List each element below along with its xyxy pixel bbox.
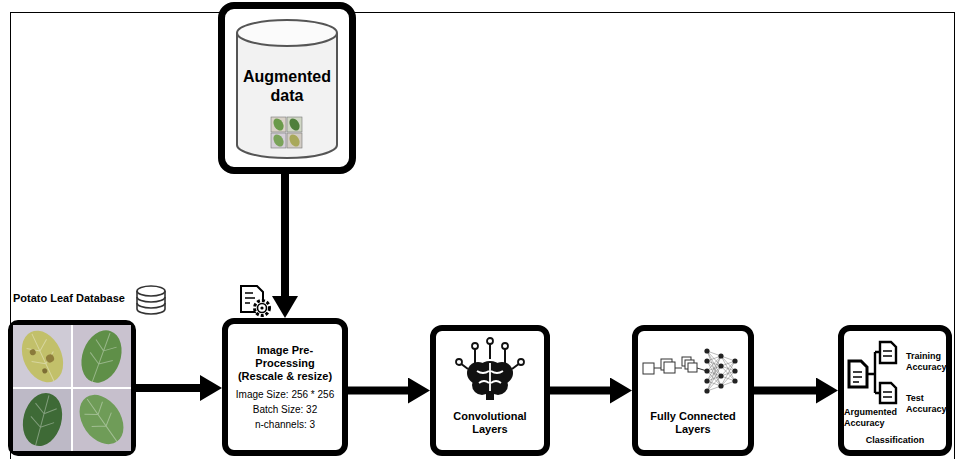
cylinder-illustration-part (287, 133, 301, 149)
leaf-photo-grid-part-part (74, 325, 128, 389)
network-layers-icon-part (732, 378, 737, 383)
flow-arrow (136, 384, 200, 392)
leaf-photo-grid (13, 325, 131, 451)
network-layers-icon-part (654, 368, 661, 369)
network-layers-icon-part (732, 358, 737, 363)
classification-icon-part (880, 342, 896, 363)
node-label: Training Accuracy (906, 351, 946, 373)
preprocessing-box: Image Pre- Processing (Rescale & resize)… (222, 318, 348, 456)
node-label: Potato Leaf Database (13, 292, 125, 305)
network-layers-icon-part (718, 363, 723, 368)
brain-circuit-icon-part (502, 343, 508, 349)
leaf-photo-grid-part (13, 388, 72, 451)
leaf-photo-grid-part (13, 325, 131, 451)
brain-circuit-icon-part (472, 343, 478, 349)
dense-layer-box: Fully Connected Layers (632, 325, 754, 456)
network-layers-icon (641, 343, 741, 399)
leaf-photo-grid-part-part (45, 353, 56, 364)
settings-document-icon-part (260, 306, 263, 309)
classification-icon (846, 339, 906, 403)
leaf-photo-grid-part (70, 386, 132, 452)
network-layers-icon-part (704, 378, 709, 383)
convolution-box: Convolutional Layers (430, 325, 550, 456)
settings-document-icon-part (245, 293, 255, 303)
network-layers-icon-part (675, 368, 682, 369)
leaf-photo-grid-part-part (21, 329, 65, 386)
classification-icon-part (849, 361, 867, 387)
node-label: Argumented Accuracy (844, 407, 906, 429)
classification-icon-part (867, 352, 880, 393)
flow-arrow (754, 387, 816, 395)
leaf-photo-grid-part-part (81, 329, 121, 386)
cylinder-illustration-part (271, 133, 285, 149)
leaf-photo-grid-part-part (70, 386, 132, 452)
node-label: Image Pre- Processing (Rescale & resize) (232, 344, 338, 383)
cylinder-illustration-part (271, 133, 286, 148)
network-layers-icon-part (718, 373, 723, 378)
leaf-image-box: Potato Leaf Database (8, 320, 136, 456)
flow-arrow (281, 174, 289, 296)
brain-circuit-icon-part (456, 359, 462, 365)
network-layers-icon-part (718, 383, 723, 388)
leaf-photo-grid-part-part (14, 324, 71, 389)
network-layers-icon-part (732, 368, 737, 373)
database-icon-part (137, 297, 165, 308)
network-layers-icon-part (688, 363, 697, 372)
brain-circuit-icon-part (477, 363, 503, 391)
leaf-photo-grid-part-part (29, 348, 37, 356)
cylinder-illustration-part (287, 133, 302, 148)
node-label: n-channels: 3 (255, 419, 315, 431)
leaf-photo-grid-part (74, 325, 128, 389)
network-layers-icon-part (704, 388, 709, 393)
node-label: Test Accuracy (906, 393, 946, 415)
classification-icon-part (853, 372, 862, 382)
network-layers-icon-part (664, 362, 675, 373)
brain-circuit-icon-part (487, 338, 493, 344)
network-layers-icon-part (707, 376, 721, 391)
classification-box: Training AccuracyTest AccuracyArgumented… (838, 325, 952, 456)
network-layers-icon-part (704, 368, 709, 373)
settings-document-icon (241, 286, 270, 316)
cylinder-illustration-part (287, 117, 302, 132)
cylinder-illustration-part (271, 117, 285, 133)
leaf-photo-grid-part-part (17, 389, 68, 451)
leaf-photo-grid-part (14, 324, 71, 389)
node-label: Augmented data (225, 67, 349, 105)
node-label: Image Size: 256 * 256 (236, 389, 334, 401)
leaf-photo-grid-part-part (41, 368, 48, 375)
leaf-photo-grid-part (72, 325, 131, 388)
database-icon-part (137, 286, 165, 296)
flow-arrow (550, 387, 610, 395)
classification-icon-part (883, 392, 892, 397)
settings-document-icon-part (255, 301, 270, 316)
node-label: Classification (844, 435, 946, 446)
network-layers-icon-part (721, 371, 735, 386)
classification-icon-part (883, 351, 892, 356)
network-layers-icon-part (718, 353, 723, 358)
node-label: Batch Size: 32 (253, 404, 317, 416)
brain-circuit-icon (455, 337, 525, 403)
node-label: Fully Connected Layers (640, 410, 746, 436)
brain-circuit-icon-part (518, 359, 524, 365)
flow-arrow (348, 387, 408, 395)
database-icon (137, 286, 165, 314)
network-layers-icon-part (704, 348, 709, 353)
leaf-photo-grid-part (17, 389, 68, 451)
network-layers-icon-part (643, 363, 654, 374)
node-label: Convolutional Layers (438, 410, 542, 436)
cylinder-illustration-part (271, 117, 286, 132)
cylinder-illustration-part (287, 117, 301, 133)
outer-frame (11, 13, 955, 459)
classification-icon-part (880, 383, 896, 403)
cylinder-illustration-part (237, 20, 337, 46)
augmented-data-cylinder: Augmented data (218, 2, 356, 174)
leaf-photo-grid-part-part (77, 392, 126, 448)
network-layers-icon-part (704, 358, 709, 363)
leaf-photo-grid-part-part (24, 392, 61, 448)
settings-document-icon-part (258, 304, 267, 313)
